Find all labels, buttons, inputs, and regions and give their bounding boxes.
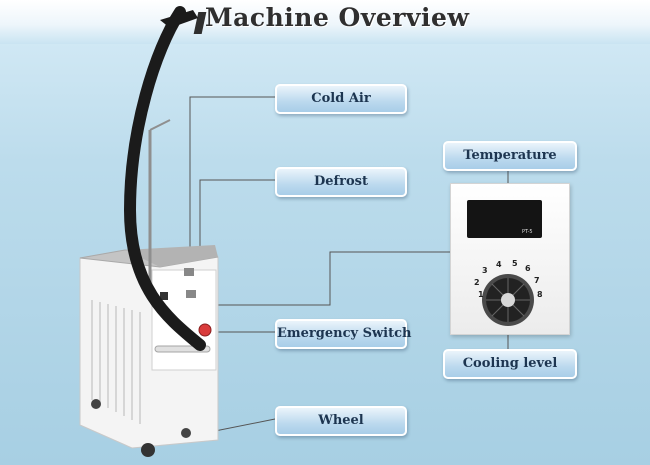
dial-number-6: 6: [525, 264, 531, 273]
page-title: Machine Overview: [205, 3, 470, 32]
dial-number-2: 2: [474, 278, 480, 287]
dial-number-5: 5: [512, 259, 518, 268]
label-emergency-switch: Emergency Switch: [275, 319, 411, 349]
leader-cold-air: [189, 96, 275, 258]
dial-number-4: 4: [496, 260, 502, 269]
label-wheel: Wheel: [275, 406, 407, 436]
dial-number-7: 7: [534, 276, 540, 285]
label-temperature: Temperature: [443, 141, 577, 171]
header-band: [0, 0, 650, 44]
machine-body: [79, 245, 219, 457]
dial-number-8: 8: [537, 290, 543, 299]
display-model-text: PT-5: [522, 229, 533, 235]
dial-number-1: 1: [478, 290, 484, 299]
leader-dial: [210, 251, 455, 306]
leader-defrost: [199, 179, 275, 275]
label-cooling-level: Cooling level: [443, 349, 577, 379]
label-defrost: Defrost: [275, 167, 407, 197]
hose-arm: [123, 6, 206, 351]
label-cold-air: Cold Air: [275, 84, 407, 114]
temperature-display: [467, 200, 542, 238]
dial-number-3: 3: [482, 266, 488, 275]
